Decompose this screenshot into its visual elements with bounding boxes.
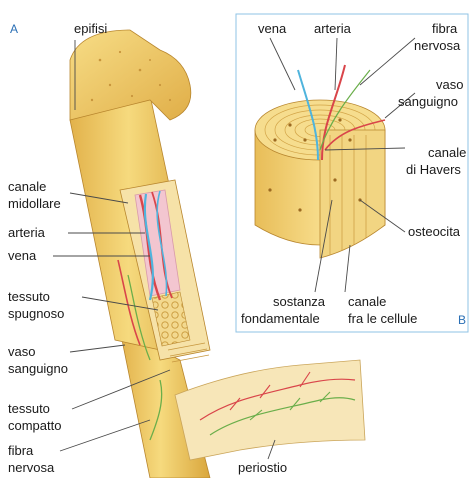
label-epifisi: epifisi: [74, 21, 107, 36]
label-periostio: periostio: [238, 460, 287, 475]
label-vena-a: vena: [8, 248, 37, 263]
label-arteria-a: arteria: [8, 225, 46, 240]
label-vaso-sanguigno-b-1: vaso: [436, 77, 463, 92]
label-vaso-sanguigno-b-2: sanguigno: [398, 94, 458, 109]
label-sostanza-fondamentale-1: sostanza: [273, 294, 326, 309]
label-vaso-sanguigno-a-1: vaso: [8, 344, 35, 359]
label-tessuto-spugnoso-2: spugnoso: [8, 306, 64, 321]
label-osteocita: osteocita: [408, 224, 461, 239]
label-canale-midollare-2: midollare: [8, 196, 61, 211]
label-arteria-b: arteria: [314, 21, 352, 36]
label-vena-b: vena: [258, 21, 287, 36]
label-fibra-nervosa-a-2: nervosa: [8, 460, 55, 475]
label-canale-fra-cellule-1: canale: [348, 294, 386, 309]
label-tessuto-compatto-2: compatto: [8, 418, 61, 433]
label-canale-havers-1: canale: [428, 145, 466, 160]
label-tessuto-compatto-1: tessuto: [8, 401, 50, 416]
label-fibra-nervosa-a-1: fibra: [8, 443, 34, 458]
label-fibra-nervosa-b-2: nervosa: [414, 38, 461, 53]
panel-a-letter: A: [10, 22, 18, 36]
periosteum-sheet: [175, 360, 365, 460]
label-canale-midollare-1: canale: [8, 179, 46, 194]
label-tessuto-spugnoso-1: tessuto: [8, 289, 50, 304]
label-vaso-sanguigno-a-2: sanguigno: [8, 361, 68, 376]
label-sostanza-fondamentale-2: fondamentale: [241, 311, 320, 326]
label-canale-havers-2: di Havers: [406, 162, 461, 177]
panel-b-letter: B: [458, 313, 466, 327]
label-canale-fra-cellule-2: fra le cellule: [348, 311, 417, 326]
label-fibra-nervosa-b-1: fibra: [432, 21, 458, 36]
